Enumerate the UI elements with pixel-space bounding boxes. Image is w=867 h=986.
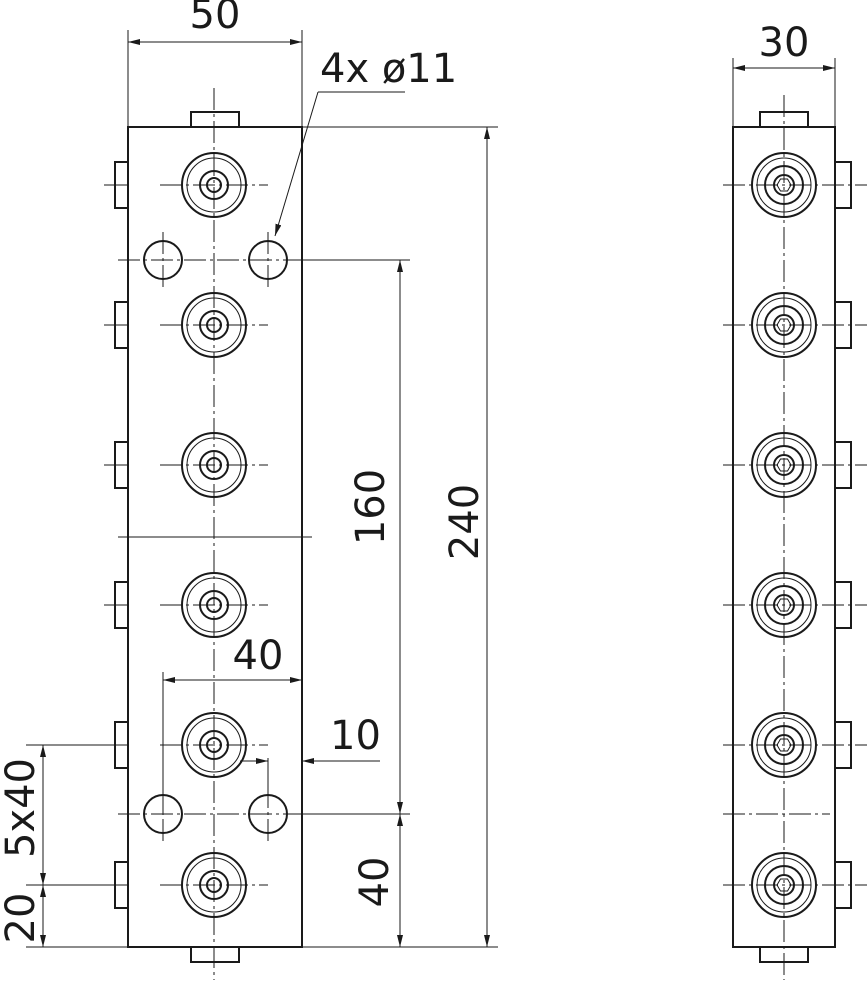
port-fitting xyxy=(723,852,867,918)
port-side-stub xyxy=(835,721,852,769)
side-view xyxy=(723,95,867,980)
port-fitting xyxy=(104,712,268,778)
dim-height-total: 240 xyxy=(442,484,488,560)
port-fitting xyxy=(104,572,268,638)
port-side-stub xyxy=(835,581,852,629)
front-bottom-stub xyxy=(190,946,240,963)
port-fitting xyxy=(723,152,867,218)
port-fitting xyxy=(723,572,867,638)
port-side-stub xyxy=(835,441,852,489)
front-view xyxy=(104,88,312,980)
dim-width-side: 30 xyxy=(759,20,810,66)
dim-width-front: 50 xyxy=(190,0,241,38)
port-fitting xyxy=(104,152,268,218)
port-fitting xyxy=(104,292,268,358)
port-side-stub xyxy=(835,861,852,909)
leader-line xyxy=(274,91,319,237)
dimensions: 50 30 4x ø11 240 160 40 40 10 xyxy=(0,0,836,948)
port-fitting xyxy=(104,432,268,498)
port-fitting xyxy=(723,712,867,778)
side-ports xyxy=(723,152,867,918)
front-mounting-holes xyxy=(118,232,312,842)
front-top-stub xyxy=(190,111,240,128)
dim-bottom-offset: 40 xyxy=(352,857,398,908)
dim-holes: 4x ø11 xyxy=(320,46,457,92)
dim-port-pitch: 5x40 xyxy=(0,758,44,858)
port-fitting xyxy=(723,432,867,498)
port-side-stub xyxy=(835,161,852,209)
dim-hole-pitch-x: 40 xyxy=(233,633,284,679)
dim-hole-offset: 10 xyxy=(330,713,381,759)
dim-mount-span: 160 xyxy=(348,469,394,545)
front-ports xyxy=(104,152,268,918)
port-side-stub xyxy=(835,301,852,349)
port-fitting xyxy=(723,292,867,358)
dim-port-first: 20 xyxy=(0,893,44,944)
port-fitting xyxy=(104,852,268,918)
